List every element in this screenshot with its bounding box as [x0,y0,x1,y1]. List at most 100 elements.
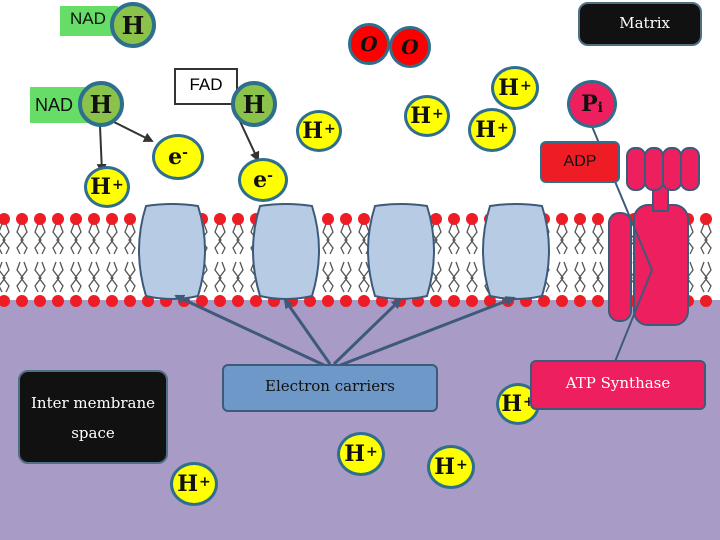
lipid-head-top [574,213,586,225]
lipid-tail-bottom [574,261,586,293]
pi-subscript: i [597,100,603,116]
lipid-tail-bottom [34,261,46,293]
lipid-head-bottom [484,295,496,307]
matrix-label: Matrix [578,2,702,46]
lipid-tail-bottom [88,261,100,293]
lipid-head-bottom [52,295,64,307]
h-ion-4: H+ [491,66,539,110]
h-ion-5-charge: + [497,120,509,136]
intermembrane-line-1: Inter membrane [30,394,155,412]
electron-2-symbol: e [253,167,268,193]
lipid-tail-bottom [16,261,28,293]
electron-1-symbol: e [168,144,183,170]
lipid-head-top [322,213,334,225]
h-ion-7-charge: + [366,444,378,460]
oxygen-atom-2: O [389,26,431,68]
lipid-head-bottom [70,295,82,307]
electron-carriers-label: Electron carriers [222,364,438,412]
lipid-tail-bottom [0,261,10,293]
lipid-tail-bottom [322,261,334,293]
h-ion-8-symbol: H [434,454,456,480]
lipid-tail-top [34,223,46,255]
transport-protein-4 [482,203,550,300]
h-ion-6-charge: + [523,394,535,410]
synthase-body [633,204,689,326]
lipid-head-bottom [322,295,334,307]
lipid-head-top [16,213,28,225]
lipid-head-bottom [106,295,118,307]
lipid-head-bottom [34,295,46,307]
h-ion-2-symbol: H [302,118,324,144]
h-ion-5-symbol: H [475,117,497,143]
lipid-tail-bottom [700,261,712,293]
h-ion-1-symbol: H [90,174,112,200]
transport-protein-3 [367,203,435,300]
h-ion-2: H+ [296,110,342,152]
h-ion-9-charge: + [199,474,211,490]
arrow-carriers-protein-3 [332,298,402,366]
lipid-tail-bottom [70,261,82,293]
lipid-tail-bottom [466,261,478,293]
lipid-tail-top [232,223,244,255]
lipid-tail-top [448,223,460,255]
lipid-tail-bottom [214,261,226,293]
h-ion-2-charge: + [324,121,336,137]
h-ion-1-charge: + [112,177,124,193]
hydrogen-circle-top: H [110,2,156,48]
lipid-tail-top [322,223,334,255]
lipid-head-top [232,213,244,225]
lipid-head-bottom [0,295,10,307]
lipid-tail-top [592,223,604,255]
electron-1-charge: - [182,145,188,161]
synthase-left-stalk [608,212,632,322]
lipid-head-bottom [16,295,28,307]
lipid-tail-top [340,223,352,255]
lipid-tail-top [88,223,100,255]
nad-label-top: NAD [60,6,118,36]
h-ion-1: H+ [84,166,130,208]
lipid-head-top [592,213,604,225]
lipid-head-bottom [556,295,568,307]
lipid-tail-top [574,223,586,255]
electron-2-charge: - [267,168,273,184]
fad-label: FAD [174,68,238,105]
lipid-tail-bottom [358,261,370,293]
h-ion-9-symbol: H [177,471,199,497]
phospholipid-bilayer [0,213,712,307]
lipid-head-bottom [700,295,712,307]
lipid-head-top [0,213,10,225]
lipid-head-bottom [538,295,550,307]
h-ion-4-charge: + [520,78,532,94]
lipid-head-top [448,213,460,225]
lipid-head-bottom [358,295,370,307]
lipid-head-bottom [214,295,226,307]
lipid-head-bottom [430,295,442,307]
lipid-head-bottom [448,295,460,307]
lipid-head-top [430,213,442,225]
h-ion-8: H+ [427,445,475,489]
lipid-head-bottom [88,295,100,307]
lipid-tail-top [556,223,568,255]
lipid-head-bottom [466,295,478,307]
lipid-tail-top [16,223,28,255]
lipid-tail-bottom [448,261,460,293]
lipid-head-top [556,213,568,225]
arrow-nadh-to-hion [96,125,107,174]
electron-1: e- [152,134,204,180]
lipid-head-top [700,213,712,225]
synthase-head-4 [680,147,700,191]
lipid-head-bottom [124,295,136,307]
intermembrane-space-label: Inter membrane space [18,370,168,464]
lipid-head-top [52,213,64,225]
synthase-head-3 [662,147,682,191]
lipid-head-bottom [340,295,352,307]
lipid-tail-top [700,223,712,255]
lipid-tail-bottom [124,261,136,293]
pi-p: P [581,91,598,117]
lipid-tail-top [124,223,136,255]
atp-synthase-label: ATP Synthase [530,360,706,410]
h-ion-7-symbol: H [344,441,366,467]
